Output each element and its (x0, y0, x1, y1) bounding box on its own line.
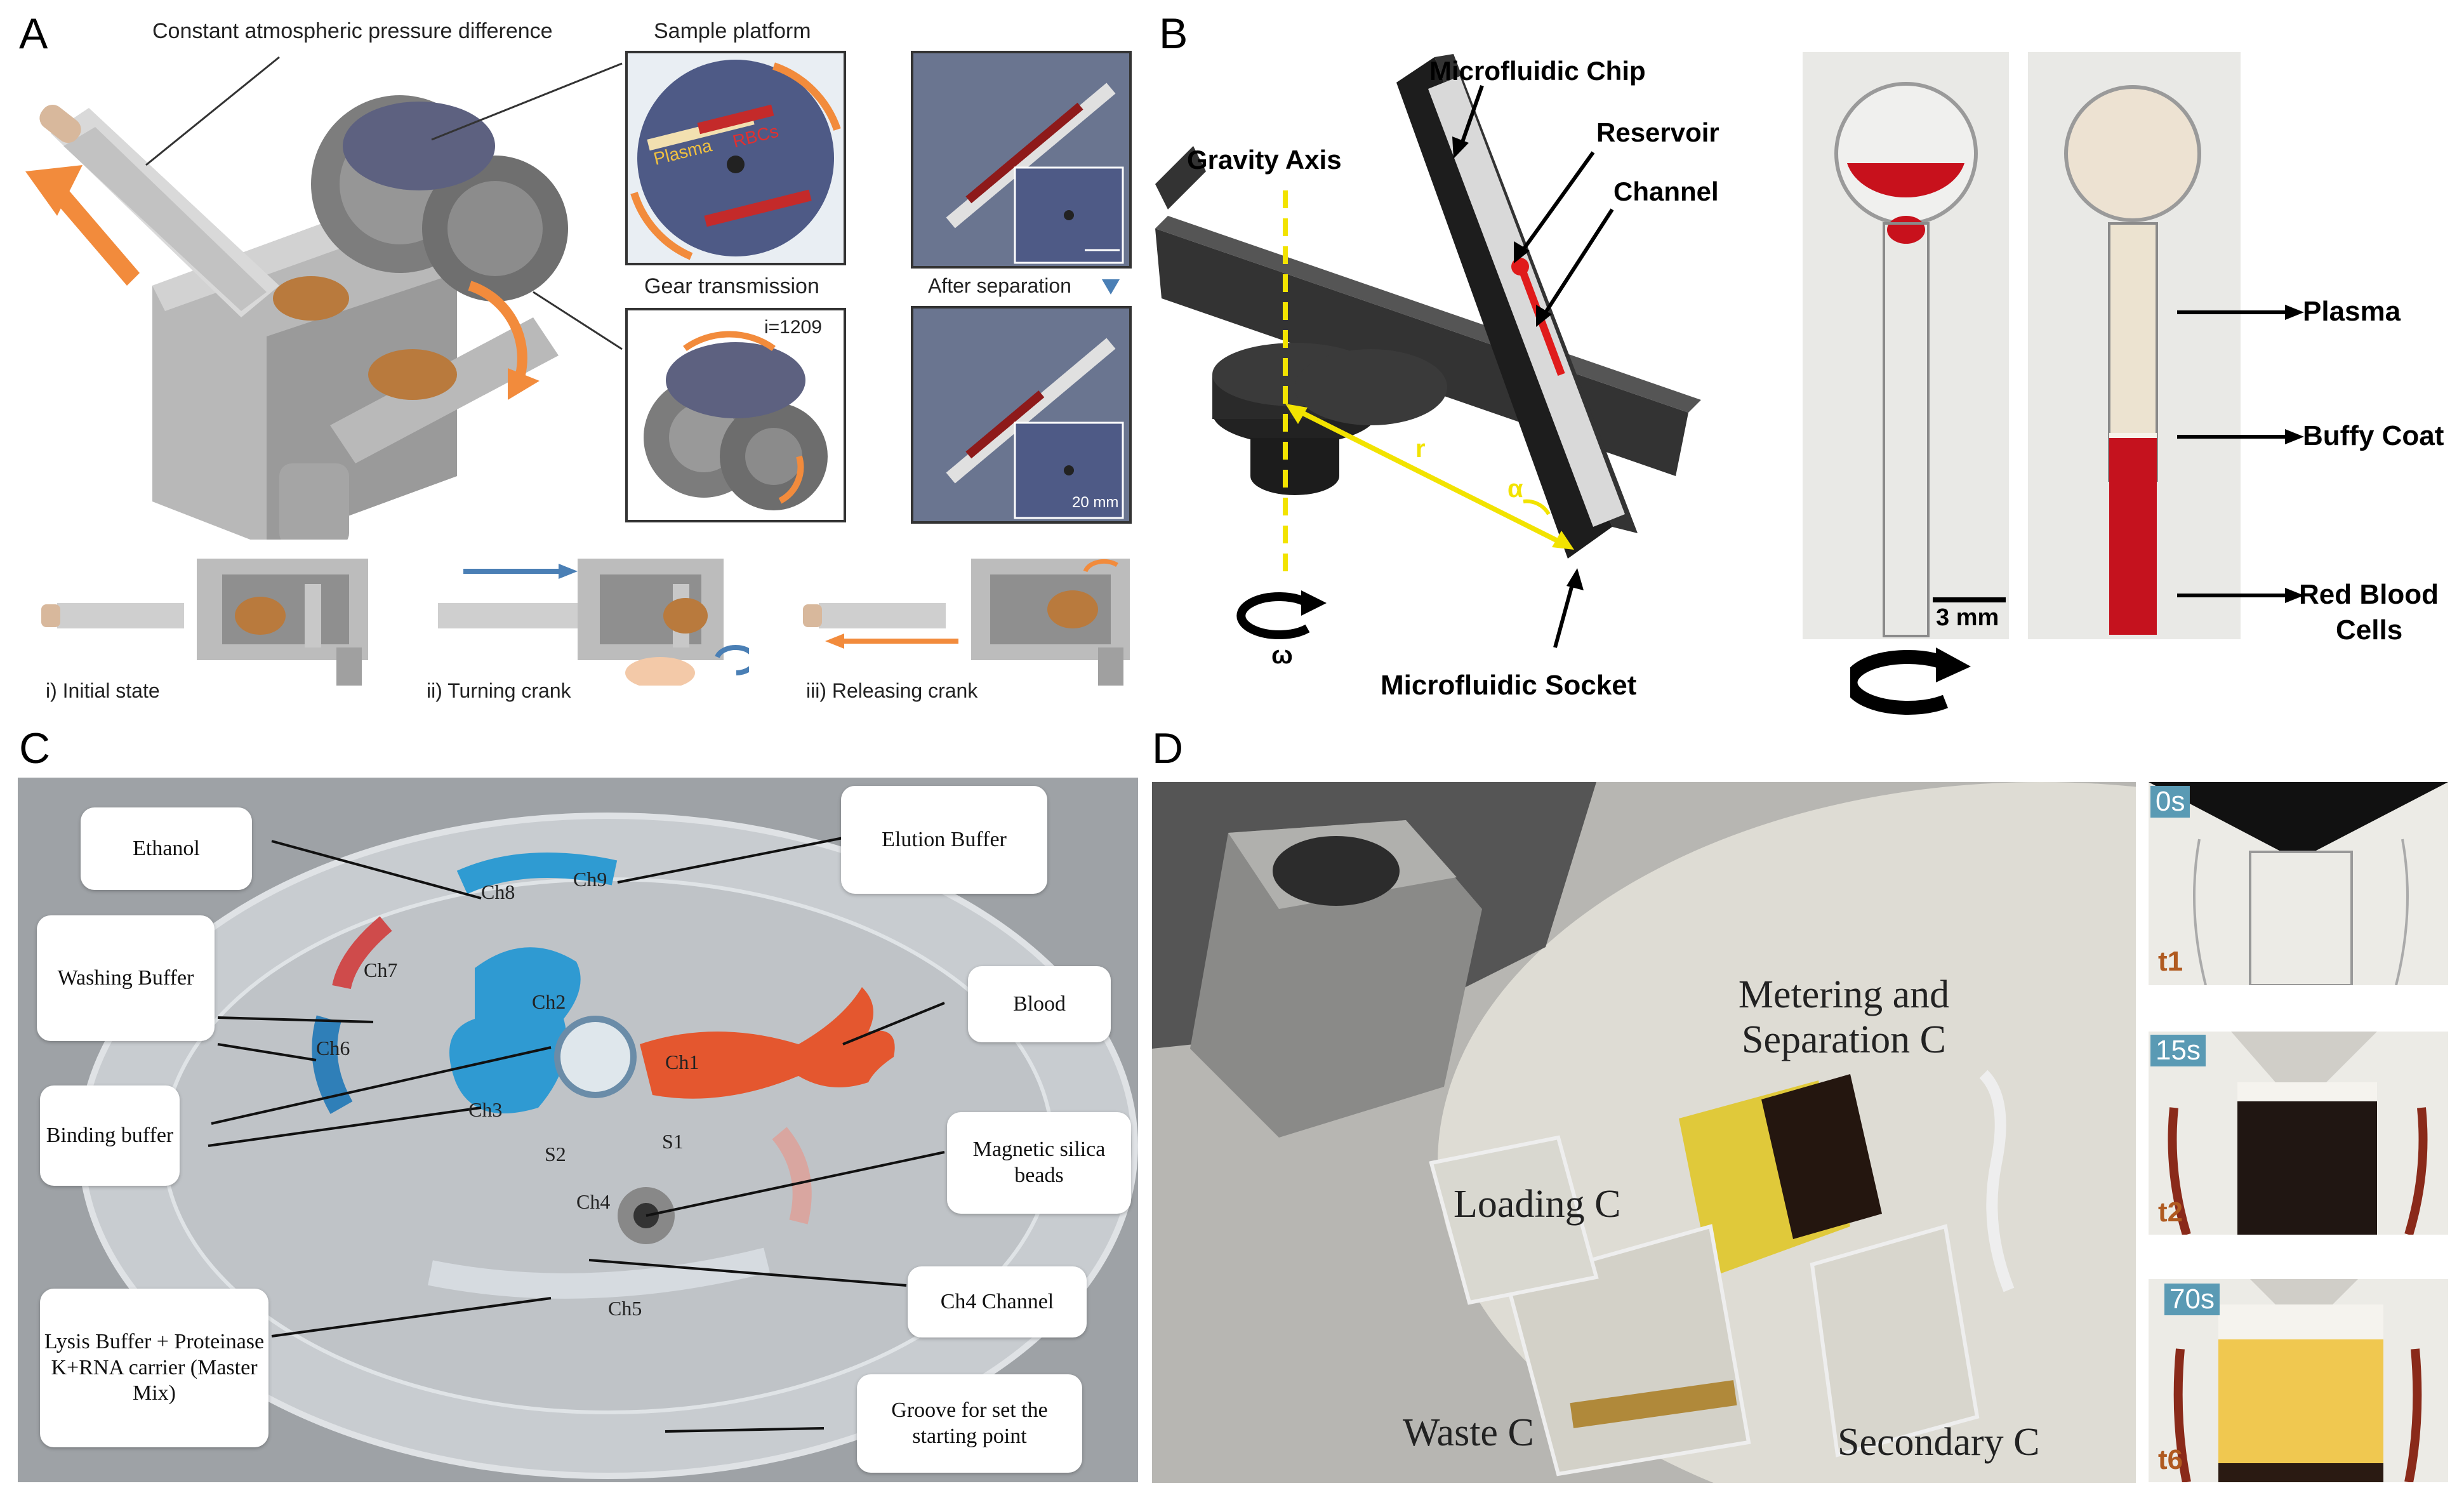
rbc-label-line1: Red Blood (2299, 579, 2439, 610)
panel-d-device-photo: Metering and Separation C Loading C Wast… (1152, 782, 2136, 1483)
fraction-arrows (2177, 305, 2304, 603)
t6-label: t6 (2158, 1444, 2183, 1475)
ch3-label: Ch3 (468, 1098, 503, 1121)
loading-label: Loading C (1454, 1183, 1621, 1226)
waste-label: Waste C (1403, 1411, 1534, 1454)
ch7-label: Ch7 (364, 959, 398, 981)
sample-platform-label: Sample platform (654, 19, 811, 43)
tube-before-photo (911, 51, 1132, 269)
gravity-axis-label: Gravity Axis (1187, 145, 1342, 175)
scale-bar-a-label: 20 mm (1072, 494, 1119, 511)
microfluidic-socket-label: Microfluidic Socket (1381, 670, 1637, 701)
panel-a-main-render (13, 19, 901, 540)
washing-buffer-box: Washing Buffer (37, 915, 215, 1041)
magnetic-beads-box: Magnetic silica beads (947, 1112, 1131, 1214)
metering-label: Metering and Separation C (1738, 973, 1950, 1062)
ch8-label: Ch8 (481, 880, 515, 903)
s2-label: S2 (545, 1143, 566, 1165)
rotation-arrow-icon (1850, 647, 1971, 715)
panel-a-title: Constant atmospheric pressure difference (152, 19, 553, 43)
t2-label: t2 (2158, 1197, 2183, 1228)
time-label-0s: 0s (2150, 786, 2190, 818)
gear-transmission-inset: i=1209 (625, 308, 846, 522)
chip-before-photo (1803, 52, 2009, 639)
gear-ratio-label: i=1209 (764, 317, 822, 338)
plasma-label: Plasma (2303, 296, 2401, 327)
reservoir-label: Reservoir (1596, 117, 1719, 147)
lysis-buffer-box: Lysis Buffer + Proteinase K+RNA carrier … (40, 1289, 268, 1447)
gear-transmission-label: Gear transmission (644, 274, 819, 298)
secondary-label: Secondary C (1838, 1421, 2040, 1464)
t1-label: t1 (2158, 946, 2183, 977)
panel-c-letter: C (19, 724, 51, 773)
omega-label: ω (1271, 641, 1293, 669)
alpha-label: α (1507, 475, 1523, 503)
state-turning-sketch (419, 546, 749, 686)
ch1-label: Ch1 (665, 1051, 699, 1073)
buffy-coat-label: Buffy Coat (2303, 420, 2444, 451)
ch2-label: Ch2 (532, 990, 566, 1013)
s1-label: S1 (662, 1130, 684, 1153)
ch4-channel-box: Ch4 Channel (908, 1266, 1087, 1337)
channel-label: Channel (1613, 176, 1719, 206)
after-separation-label: After separation (928, 274, 1071, 297)
chip-after-photo (2028, 52, 2241, 639)
frame-70s (2149, 1279, 2448, 1482)
ethanol-box: Ethanol (81, 807, 252, 890)
state-initial-label: i) Initial state (46, 679, 160, 702)
state-releasing-label: iii) Releasing crank (806, 679, 978, 702)
blood-box: Blood (968, 966, 1111, 1042)
panel-b-letter: B (1159, 10, 1188, 58)
sample-platform-inset: Plasma RBCs (625, 51, 846, 265)
tube-after-photo: 20 mm (911, 306, 1132, 524)
r-label: r (1415, 435, 1426, 463)
panel-d-letter: D (1152, 724, 1184, 773)
binding-buffer-box: Binding buffer (40, 1085, 180, 1186)
panel-b-schematic (1155, 54, 1701, 648)
groove-box: Groove for set the starting point (857, 1374, 1082, 1473)
time-label-15s: 15s (2150, 1035, 2206, 1066)
time-label-70s: 70s (2164, 1284, 2220, 1315)
elution-buffer-box: Elution Buffer (841, 786, 1047, 894)
ch9-label: Ch9 (573, 868, 607, 891)
rbc-label-line2: Cells (2336, 614, 2403, 646)
microfluidic-chip-label: Microfluidic Chip (1429, 56, 1646, 86)
down-arrow-icon (1102, 279, 1120, 295)
scale-bar-b (1933, 597, 2006, 602)
ch4-label: Ch4 (576, 1190, 611, 1213)
state-turning-label: ii) Turning crank (427, 679, 571, 702)
ch5-label: Ch5 (608, 1297, 642, 1320)
state-initial-sketch (38, 546, 368, 686)
scale-bar-b-label: 3 mm (1936, 604, 1999, 631)
state-releasing-sketch (800, 546, 1130, 686)
panel-a-letter: A (19, 10, 48, 58)
ch6-label: Ch6 (316, 1037, 350, 1059)
frame-0s (2149, 782, 2448, 985)
